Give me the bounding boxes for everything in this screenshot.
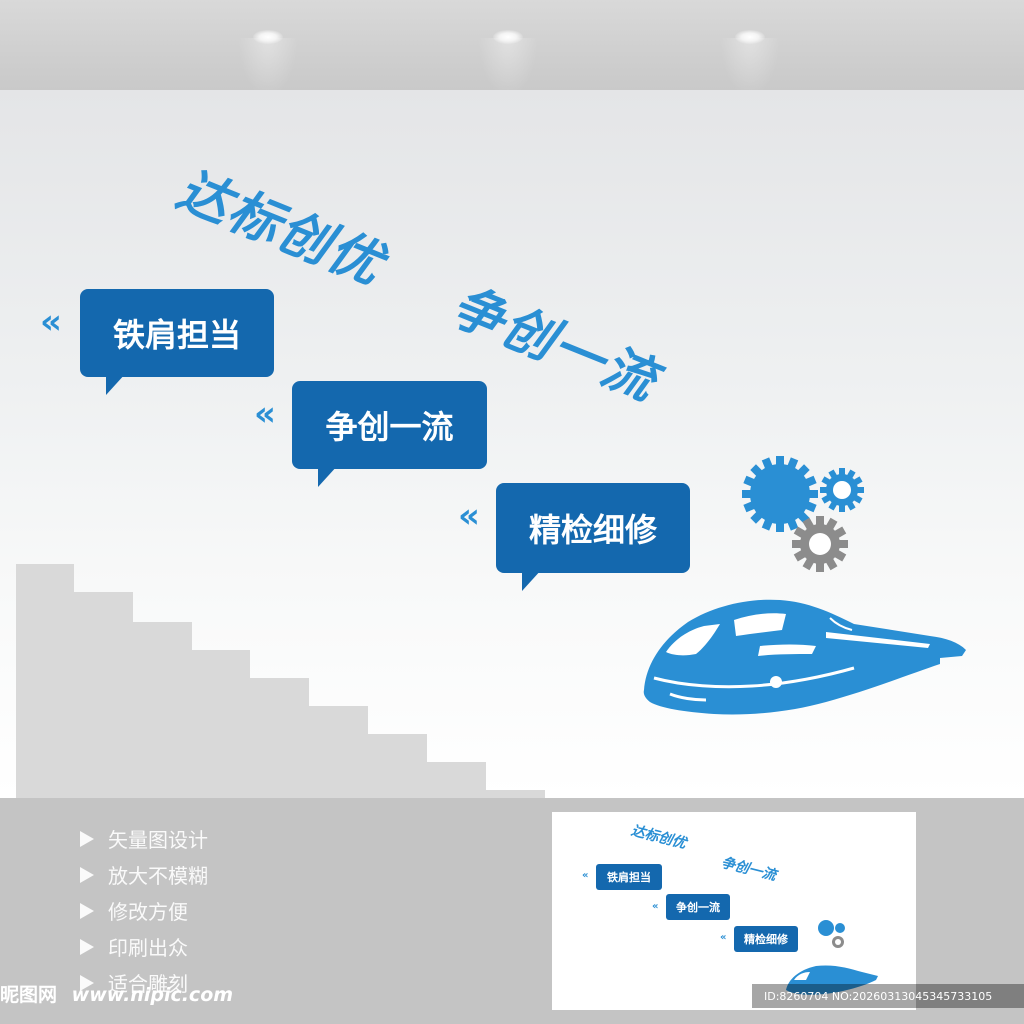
spotlight-beam — [238, 38, 298, 98]
feature-item: 矢量图设计 — [80, 824, 208, 853]
step-label: 争创一流 — [325, 408, 454, 446]
feature-item: 适合雕刻 — [80, 968, 188, 997]
spotlight — [735, 30, 765, 44]
site-watermark: 昵图网 www.nipic.com — [0, 980, 233, 1007]
spotlight — [253, 30, 283, 44]
id-bar: ID:8260704 NO:20260313045345733105 — [752, 984, 1024, 1008]
chevron-left-icon: « — [720, 932, 727, 943]
staircase — [16, 564, 545, 798]
high-speed-train-icon — [786, 965, 878, 995]
step-label: 铁肩担当 — [607, 871, 651, 884]
thumb-step-box-3: 精检细修 — [734, 926, 798, 952]
gear-outline-icon — [790, 514, 850, 574]
id-text: ID:8260704 NO:20260313045345733105 — [764, 989, 993, 1003]
chevron-left-icon: « — [582, 870, 589, 881]
triangle-bullet-icon — [80, 938, 94, 955]
feature-label: 印刷出众 — [108, 936, 188, 960]
watermark-site: 昵图网 — [0, 984, 58, 1006]
feature-label: 修改方便 — [108, 900, 188, 924]
display-wall: 达标创优 争创一流 « 铁肩担当 « 争创一流 « 精检细修 — [0, 90, 1024, 798]
gear-outline-icon — [818, 466, 866, 514]
bubble-tail — [106, 373, 126, 395]
triangle-bullet-icon — [80, 974, 94, 991]
feature-label: 适合雕刻 — [108, 972, 188, 996]
step-box-3: 精检细修 — [496, 483, 690, 591]
thumb-slogan-part2: 争创一流 — [719, 854, 778, 884]
feature-item: 放大不模糊 — [80, 860, 208, 889]
chevron-left-icon: « — [254, 394, 276, 434]
high-speed-train-icon — [643, 599, 966, 715]
gear-icon — [740, 454, 820, 534]
spotlight-beam — [720, 38, 780, 98]
thumb-step-box-1: 铁肩担当 — [596, 864, 662, 890]
step-box-2: 争创一流 — [292, 381, 487, 487]
feature-item: 修改方便 — [80, 896, 188, 925]
thumb-step-box-2: 争创一流 — [666, 894, 730, 920]
triangle-bullet-icon — [80, 866, 94, 883]
feature-label: 矢量图设计 — [108, 828, 208, 852]
chevron-left-icon: « — [40, 302, 62, 342]
spotlight-beam — [478, 38, 538, 98]
triangle-bullet-icon — [80, 830, 94, 847]
ceiling — [0, 0, 1024, 98]
watermark-url: www.nipic.com — [71, 984, 234, 1006]
step-label: 精检细修 — [744, 933, 788, 946]
gear-icon — [818, 920, 845, 948]
step-label: 精检细修 — [528, 511, 657, 549]
feature-label: 放大不模糊 — [108, 864, 208, 888]
step-label: 争创一流 — [676, 901, 720, 914]
chevron-left-icon: « — [458, 496, 480, 536]
preview-thumbnail: 达标创优 争创一流 « 铁肩担当 « 争创一流 « 精检细修 — [552, 812, 916, 1010]
info-panel: 矢量图设计 放大不模糊 修改方便 印刷出众 适合雕刻 达标创优 争创一流 « 铁… — [0, 798, 1024, 1024]
bubble-tail — [522, 569, 542, 591]
chevron-left-icon: « — [652, 901, 659, 912]
step-label: 铁肩担当 — [112, 316, 241, 354]
step-box-1: 铁肩担当 — [80, 289, 274, 395]
slogan-part1: 达标创优 — [168, 160, 392, 297]
thumb-slogan-part1: 达标创优 — [629, 822, 688, 852]
feature-item: 印刷出众 — [80, 932, 188, 961]
triangle-bullet-icon — [80, 902, 94, 919]
spotlight — [493, 30, 523, 44]
bubble-tail — [318, 465, 338, 487]
